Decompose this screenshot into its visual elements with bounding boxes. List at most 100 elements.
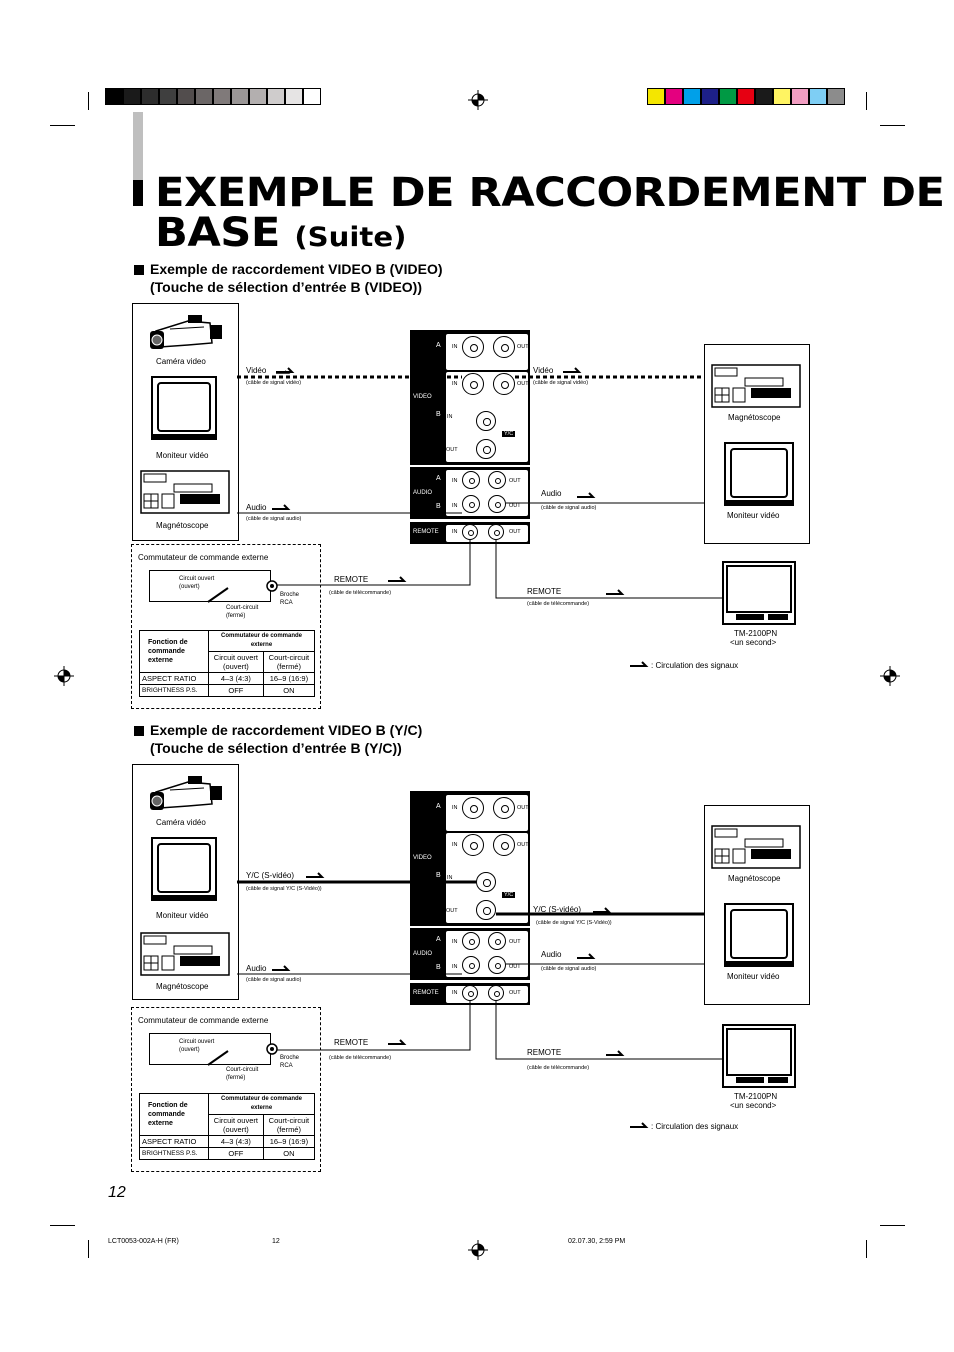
signal-arrow-icon: [577, 953, 596, 959]
out-label: OUT: [517, 842, 529, 848]
vcr-label: Magnétoscope: [156, 982, 209, 991]
out-label: OUT: [517, 381, 529, 387]
signal-arrow-icon: [577, 492, 596, 498]
tm2100pn-sublabel: <un second>: [730, 638, 777, 647]
table-sub2: Court-circuit (fermé): [262, 1114, 316, 1136]
color-swatch: [647, 88, 665, 105]
section2-subheading: (Touche de sélection d’entrée B (Y/C)): [150, 740, 402, 756]
table-sub1: Circuit ouvert (ouvert): [208, 1114, 264, 1136]
crop-mark: [88, 1240, 89, 1258]
table-cell: OFF: [208, 684, 264, 697]
audio-cable-label: (câble de signal audio): [246, 977, 302, 983]
panel-b-label: B: [436, 872, 441, 879]
table-header: Commutateur de commande externe: [208, 630, 315, 652]
bnc-in-jack: [462, 797, 484, 819]
audio-label: Audio: [541, 489, 562, 498]
color-swatch: [755, 88, 773, 105]
audio-label: Audio: [246, 503, 267, 512]
table-row-name: BRIGHTNESS P.S.: [139, 684, 209, 697]
audio-in-jack: [462, 956, 480, 974]
switch-icon: [207, 1043, 278, 1066]
camera-icon: [150, 776, 222, 810]
remote-cable-label: (câble de télécommande): [329, 590, 392, 596]
in-label: IN: [452, 805, 458, 811]
title-marker: [133, 180, 143, 206]
color-swatch: [195, 88, 213, 105]
panel-audio-a: A: [436, 475, 441, 482]
rca-label: RCA: [280, 1063, 293, 1069]
tm2100pn-label: TM-2100PN: [734, 1092, 778, 1101]
crop-mark: [866, 1240, 867, 1258]
broche-label: Broche: [280, 1055, 300, 1061]
panel-section-a: [445, 333, 529, 371]
camera-label: Caméra vidéo: [156, 818, 206, 827]
bnc-in-jack: [462, 373, 484, 395]
broche-label: Broche: [280, 592, 300, 598]
remote-cable-label: (câble de télécommande): [329, 1055, 392, 1061]
tm2100pn-label: TM-2100PN: [734, 629, 778, 638]
signal-arrow-icon: [593, 907, 612, 913]
open-circuit-label: Circuit ouvert: [179, 576, 215, 582]
registration-target-icon: [468, 1240, 488, 1260]
in-label: IN: [452, 381, 458, 387]
vcr-label: Magnétoscope: [728, 413, 781, 422]
yc-cable-label: Y/C (S-vidéo): [533, 905, 582, 914]
panel-audio-label: AUDIO: [413, 951, 433, 957]
crop-mark: [88, 92, 89, 110]
signal-arrow-icon: [606, 1050, 625, 1056]
vcr-icon: [140, 932, 230, 976]
table-row-name: BRIGHTNESS P.S.: [139, 1147, 209, 1160]
legend-label: : Circulation des signaux: [651, 1122, 739, 1131]
audio-cable-label: (câble de signal audio): [246, 516, 302, 522]
section2-heading: Exemple de raccordement VIDEO B (Y/C): [150, 722, 423, 738]
cables: [237, 370, 722, 599]
bullet-icon: [134, 265, 144, 275]
in-label: IN: [452, 842, 458, 848]
out-label: OUT: [509, 964, 521, 970]
external-switch-label: Commutateur de commande externe: [138, 1016, 269, 1025]
audio-out-jack: [488, 932, 506, 950]
signal-arrow-icon: [606, 589, 625, 595]
in-label: IN: [452, 964, 458, 970]
crop-mark: [50, 125, 75, 126]
signal-arrow-icon: [276, 367, 295, 373]
crop-mark: [866, 92, 867, 110]
footer-page: 12: [272, 1238, 280, 1245]
table-row-name: ASPECT RATIO: [139, 1135, 209, 1148]
remote-label: REMOTE: [527, 1048, 562, 1057]
remote-out-jack: [488, 524, 504, 540]
monitor-icon: [724, 442, 794, 506]
color-swatch: [701, 88, 719, 105]
bnc-out-jack: [493, 834, 515, 856]
rca-label: RCA: [280, 600, 293, 606]
yc-cable-sublabel: (câble de signal Y/C (S-Vidéo)): [536, 920, 612, 926]
out-label: OUT: [517, 344, 529, 350]
audio-out-jack: [488, 495, 506, 513]
table-cell: ON: [262, 1147, 316, 1160]
color-swatch: [303, 88, 321, 105]
color-swatch: [773, 88, 791, 105]
registration-target-icon: [54, 666, 74, 686]
signal-arrow-icon: [306, 872, 325, 878]
bnc-in-jack: [462, 336, 484, 358]
color-swatch: [231, 88, 249, 105]
table-sub2: Court-circuit (fermé): [262, 651, 316, 673]
audio-in-jack: [462, 932, 480, 950]
bnc-out-jack: [493, 373, 515, 395]
short-circuit-sublabel: (fermé): [226, 1075, 246, 1081]
bullet-icon: [134, 726, 144, 736]
signal-arrow-icon: [630, 661, 649, 667]
svideo-out-jack: [476, 439, 496, 459]
page-number: 12: [108, 1184, 126, 1201]
audio-out-jack: [488, 471, 506, 489]
open-circuit-sublabel: (ouvert): [179, 584, 200, 590]
footer-code: LCT0053-002A-H (FR): [108, 1238, 179, 1245]
remote-label: REMOTE: [334, 1038, 369, 1047]
monitor-icon: [151, 376, 217, 440]
bnc-in-jack: [462, 834, 484, 856]
table-row-name: ASPECT RATIO: [139, 672, 209, 685]
crop-mark: [880, 125, 905, 126]
panel-audio-section: [445, 469, 529, 517]
short-circuit-label: Court-circuit: [226, 605, 259, 611]
